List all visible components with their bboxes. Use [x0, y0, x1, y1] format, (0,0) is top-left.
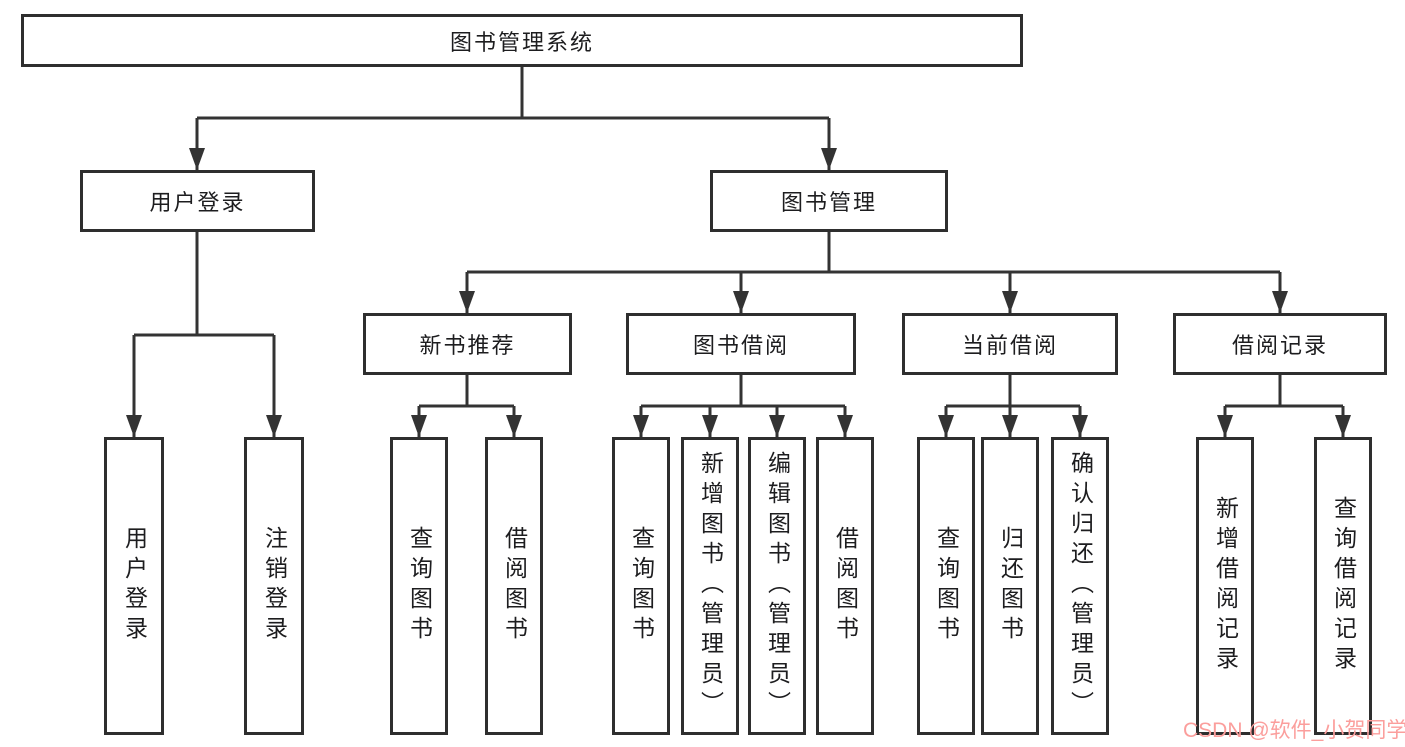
node-label: 查询借阅记录 [1330, 496, 1357, 676]
node-label: 归还图书 [997, 526, 1024, 646]
node-current-borrow: 当前借阅 [902, 313, 1118, 375]
node-label: 查询图书 [406, 526, 433, 646]
csdn-watermark: CSDN @软件_小贺同学 [1183, 719, 1405, 742]
leaf-logout: 注销登录 [244, 437, 304, 735]
node-borrow-record: 借阅记录 [1173, 313, 1387, 375]
leaf-add-borrow-record: 新增借阅记录 [1196, 437, 1254, 735]
node-label: 借阅记录 [1231, 333, 1328, 358]
borrow-record-branch-connector [1217, 375, 1351, 437]
leaf-return-books: 归还图书 [981, 437, 1039, 735]
book-borrow-branch-connector [633, 375, 853, 437]
root-branch-connector [189, 67, 837, 170]
node-label: 当前借阅 [961, 333, 1058, 358]
book-management-branch-connector [459, 232, 1288, 313]
node-user-login: 用户登录 [80, 170, 315, 232]
node-label: 确认归还（管理员） [1067, 451, 1094, 721]
leaf-confirm-return-admin: 确认归还（管理员） [1051, 437, 1109, 735]
node-label: 查询图书 [933, 526, 960, 646]
node-new-book-recommend: 新书推荐 [363, 313, 572, 375]
node-label: 图书借阅 [692, 333, 789, 358]
leaf-query-books-1: 查询图书 [390, 437, 448, 735]
node-label: 新增图书（管理员） [697, 451, 724, 721]
leaf-user-login: 用户登录 [104, 437, 164, 735]
node-library-system: 图书管理系统 [21, 14, 1023, 67]
leaf-query-borrow-record: 查询借阅记录 [1314, 437, 1372, 735]
leaf-query-books-2: 查询图书 [612, 437, 670, 735]
node-label: 查询图书 [628, 526, 655, 646]
node-label: 借阅图书 [501, 526, 528, 646]
current-borrow-branch-connector [938, 375, 1088, 437]
leaf-edit-book-admin: 编辑图书（管理员） [748, 437, 806, 735]
node-label: 注销登录 [261, 526, 288, 646]
node-label: 用户登录 [149, 190, 246, 215]
leaf-borrow-books-2: 借阅图书 [816, 437, 874, 735]
node-label: 图书管理系统 [449, 29, 594, 55]
node-label: 新增借阅记录 [1212, 496, 1239, 676]
node-label: 用户登录 [121, 526, 148, 646]
new-book-branch-connector [411, 375, 522, 437]
node-label: 图书管理 [780, 190, 877, 215]
node-book-borrow: 图书借阅 [626, 313, 856, 375]
node-label: 编辑图书（管理员） [764, 451, 791, 721]
user-login-branch-connector [126, 232, 282, 437]
node-label: 借阅图书 [832, 526, 859, 646]
node-label: 新书推荐 [419, 333, 516, 358]
leaf-add-book-admin: 新增图书（管理员） [681, 437, 739, 735]
leaf-borrow-books-1: 借阅图书 [485, 437, 543, 735]
leaf-query-books-3: 查询图书 [917, 437, 975, 735]
node-book-management: 图书管理 [710, 170, 948, 232]
